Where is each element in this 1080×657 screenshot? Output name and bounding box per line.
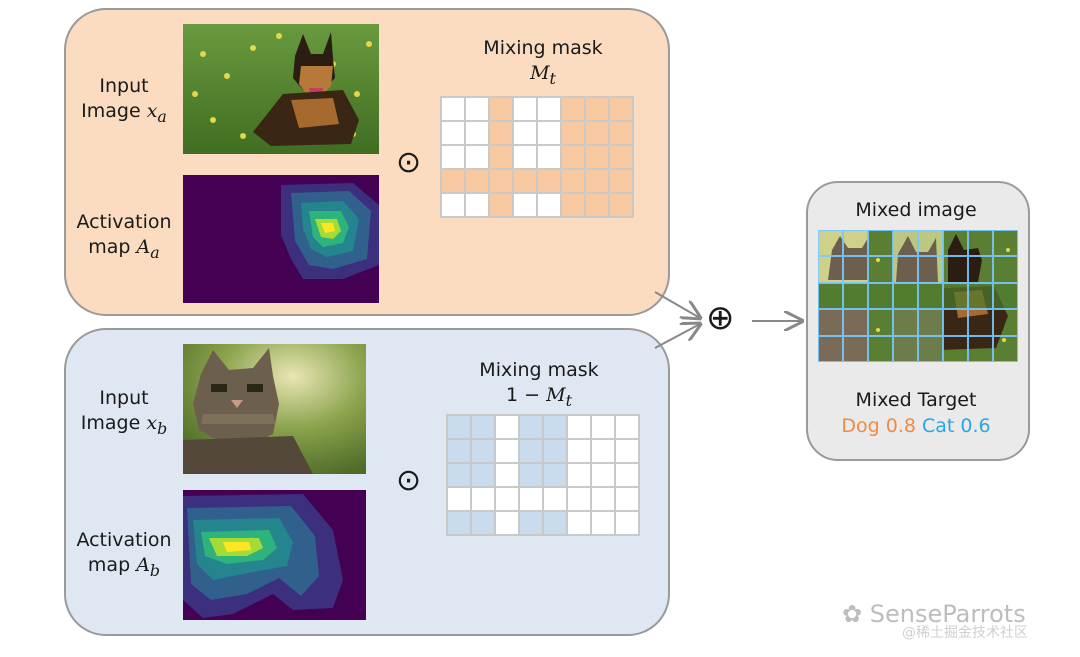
mixed-target-values: Dog 0.8 Cat 0.6 — [810, 414, 1022, 439]
mixed-grid-cell — [968, 230, 993, 256]
mixed-grid-cell — [993, 336, 1018, 362]
mixed-grid-cell — [968, 309, 993, 335]
mixed-grid-cell — [918, 256, 943, 282]
mixed-grid-cell — [918, 283, 943, 309]
mixed-grid-cell — [968, 283, 993, 309]
mixed-grid-cell — [818, 230, 843, 256]
mixed-grid-cell — [843, 256, 868, 282]
mixed-grid-cell — [993, 283, 1018, 309]
mixed-grid-cell — [993, 230, 1018, 256]
mixed-grid-cell — [893, 309, 918, 335]
mixed-grid-cell — [868, 283, 893, 309]
mixed-grid-cell — [843, 336, 868, 362]
mixed-grid-cell — [918, 309, 943, 335]
wechat-icon: ✿ — [842, 600, 870, 628]
mixed-grid-cell — [943, 309, 968, 335]
mixed-grid-cell — [843, 309, 868, 335]
mixed-grid-cell — [968, 336, 993, 362]
mixed-grid-cell — [993, 256, 1018, 282]
mixed-grid-cell — [993, 309, 1018, 335]
mixed-grid-cell — [843, 230, 868, 256]
mixed-grid-cell — [818, 283, 843, 309]
mixed-grid-cell — [868, 336, 893, 362]
mixed-image-grid — [818, 230, 1018, 362]
mixed-grid-cell — [868, 256, 893, 282]
mixed-grid-cell — [893, 230, 918, 256]
mixed-grid-cell — [818, 309, 843, 335]
mixed-grid-cell — [818, 336, 843, 362]
cat-target-label: Cat 0.6 — [922, 415, 991, 437]
mixed-grid-cell — [918, 336, 943, 362]
sum-operator: ⊕ — [706, 303, 735, 333]
mixed-target-title: Mixed Target — [810, 388, 1022, 413]
mixed-grid-cell — [918, 230, 943, 256]
mixed-grid-cell — [943, 230, 968, 256]
mixed-grid-cell — [943, 336, 968, 362]
mixed-grid-cell — [893, 336, 918, 362]
mixed-grid-cell — [893, 283, 918, 309]
mixed-grid-cell — [818, 256, 843, 282]
mixed-grid-cell — [868, 230, 893, 256]
mixed-grid-cell — [868, 309, 893, 335]
mixed-grid-cell — [943, 283, 968, 309]
mixed-grid-cell — [968, 256, 993, 282]
arrow-a-to-combine — [655, 292, 700, 318]
arrow-b-to-combine — [655, 324, 700, 348]
dog-target-label: Dog 0.8 — [841, 415, 916, 437]
watermark-handle: @稀土掘金技术社区 — [902, 622, 1028, 642]
mixed-grid-cell — [943, 256, 968, 282]
mixed-grid-cell — [893, 256, 918, 282]
mixed-image-title: Mixed image — [810, 198, 1022, 223]
mixed-grid-cell — [843, 283, 868, 309]
